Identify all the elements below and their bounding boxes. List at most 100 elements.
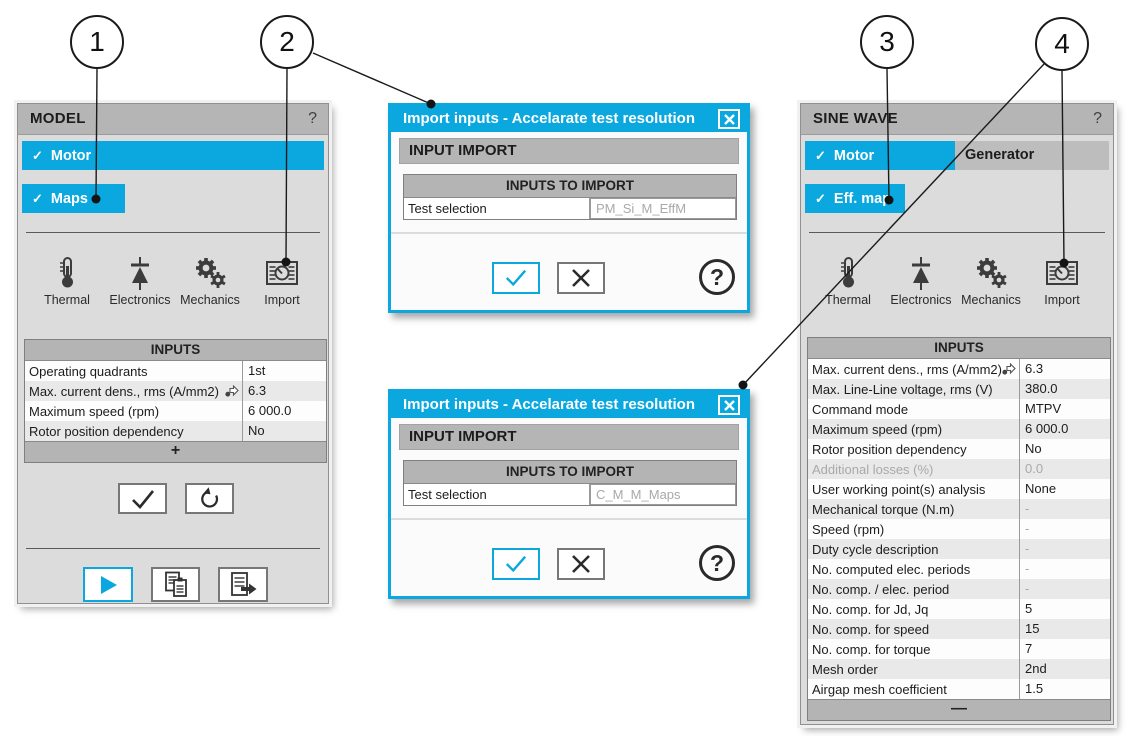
reset-button[interactable]: [185, 483, 234, 514]
close-button[interactable]: [718, 395, 740, 415]
close-button[interactable]: [718, 109, 740, 129]
run-test-button[interactable]: [83, 567, 133, 602]
row-value[interactable]: -: [1025, 581, 1030, 596]
row-value[interactable]: 5: [1025, 601, 1033, 616]
tool-electronics[interactable]: Electronics: [101, 256, 179, 307]
help-button[interactable]: ?: [699, 545, 735, 581]
dialog-title-bar[interactable]: Import inputs - Accelarate test resoluti…: [391, 106, 747, 132]
table-row[interactable]: Max. current dens., rms (A/mm2) 6.3: [25, 381, 326, 401]
tab-maps[interactable]: ✓Maps: [22, 184, 125, 213]
export-button[interactable]: [218, 567, 268, 602]
tab-eff-map[interactable]: ✓Eff. map: [805, 184, 905, 213]
x-icon: [572, 269, 590, 287]
tool-mechanics[interactable]: Mechanics: [952, 256, 1030, 307]
row-value[interactable]: 1st: [248, 363, 266, 378]
diode-icon: [101, 256, 179, 292]
gears-icon: [952, 256, 1030, 292]
row-value[interactable]: 6 000.0: [1025, 421, 1069, 436]
pin-icon: [1002, 362, 1016, 375]
tab-maps-label: Maps: [50, 191, 88, 207]
ok-button[interactable]: [492, 548, 540, 580]
tool-import[interactable]: Import: [1023, 256, 1101, 307]
tab-generator-label: Generator: [965, 147, 1035, 163]
tool-import[interactable]: Import: [243, 256, 321, 307]
ok-button[interactable]: [492, 262, 540, 294]
table-row[interactable]: Maximum speed (rpm)6 000.0: [808, 419, 1110, 439]
row-value[interactable]: 2nd: [1025, 661, 1047, 676]
row-label: No. comp. / elec. period: [808, 579, 1020, 599]
row-value[interactable]: C_M_M_Maps: [590, 484, 736, 505]
table-row[interactable]: Mechanical torque (N.m)-: [808, 499, 1110, 519]
row-label: Max. current dens., rms (A/mm2): [25, 381, 243, 401]
model-help-button[interactable]: ?: [308, 110, 317, 127]
cancel-button[interactable]: [557, 548, 605, 580]
import-dialog-1: Import inputs - Accelarate test resoluti…: [388, 103, 750, 313]
row-value[interactable]: 7: [1025, 641, 1033, 656]
collapse-row-button[interactable]: —: [808, 699, 1110, 720]
reset-icon: [200, 486, 218, 508]
table-row[interactable]: Additional losses (%)0.0: [808, 459, 1110, 479]
row-value[interactable]: -: [1025, 521, 1030, 536]
row-value[interactable]: MTPV: [1025, 401, 1062, 416]
tab-generator[interactable]: Generator: [955, 141, 1109, 170]
tool-label: Mechanics: [180, 293, 240, 307]
validate-button[interactable]: [118, 483, 167, 514]
row-label: Max. Line-Line voltage, rms (V): [808, 379, 1020, 399]
report-button[interactable]: [151, 567, 200, 602]
row-value[interactable]: 1.5: [1025, 681, 1044, 696]
row-value[interactable]: 0.0: [1025, 461, 1044, 476]
table-row[interactable]: Speed (rpm)-: [808, 519, 1110, 539]
tool-label: Import: [264, 293, 300, 307]
row-value[interactable]: No: [248, 423, 265, 438]
row-value[interactable]: PM_Si_M_EffM: [590, 198, 736, 219]
table-row[interactable]: No. computed elec. periods-: [808, 559, 1110, 579]
row-value[interactable]: 6 000.0: [248, 403, 292, 418]
tab-motor-sine[interactable]: ✓Motor: [805, 141, 955, 170]
row-value[interactable]: 6.3: [1025, 361, 1044, 376]
help-button[interactable]: ?: [699, 259, 735, 295]
table-row[interactable]: No. comp. / elec. period-: [808, 579, 1110, 599]
callout-2: 2: [260, 15, 314, 69]
row-value[interactable]: 380.0: [1025, 381, 1058, 396]
row-value[interactable]: None: [1025, 481, 1057, 496]
model-panel-title: MODEL: [30, 110, 86, 127]
expand-row-button[interactable]: +: [25, 441, 326, 462]
tool-thermal[interactable]: Thermal: [28, 256, 106, 307]
dialog-title-bar[interactable]: Import inputs - Accelarate test resoluti…: [391, 392, 747, 418]
check-icon: ✓: [32, 148, 43, 163]
table-row[interactable]: Max. Line-Line voltage, rms (V) 380.0: [808, 379, 1110, 399]
row-value[interactable]: 15: [1025, 621, 1040, 636]
tab-eff-map-label: Eff. map: [833, 191, 892, 207]
tool-thermal[interactable]: Thermal: [809, 256, 887, 307]
tool-mechanics[interactable]: Mechanics: [171, 256, 249, 307]
tab-motor[interactable]: ✓Motor: [22, 141, 324, 170]
row-value[interactable]: -: [1025, 561, 1030, 576]
section-header: INPUT IMPORT: [399, 138, 739, 164]
row-value[interactable]: -: [1025, 541, 1030, 556]
row-value[interactable]: No: [1025, 441, 1042, 456]
cancel-button[interactable]: [557, 262, 605, 294]
tool-electronics[interactable]: Electronics: [882, 256, 960, 307]
table-row[interactable]: Duty cycle description-: [808, 539, 1110, 559]
row-value[interactable]: -: [1025, 501, 1030, 516]
row-value[interactable]: 6.3: [248, 383, 267, 398]
table-row[interactable]: Max. current dens., rms (A/mm2)6.3: [808, 359, 1110, 379]
sine-help-button[interactable]: ?: [1093, 110, 1102, 127]
table-row[interactable]: Maximum speed (rpm)6 000.0: [25, 401, 326, 421]
row-label: No. computed elec. periods: [808, 559, 1020, 579]
